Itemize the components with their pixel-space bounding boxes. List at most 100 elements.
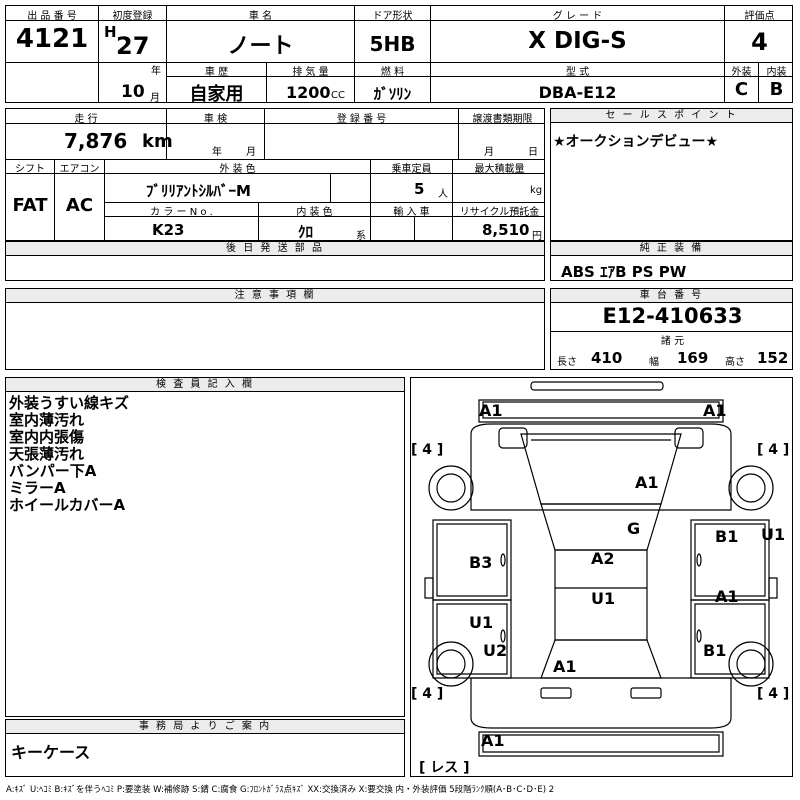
damage-mark: A1 <box>481 731 505 750</box>
car-diagram-box: A1 A1 A1 G A2 U1 B3 U1 U2 A1 B1 A1 B1 U1… <box>410 377 793 777</box>
damage-mark: B1 <box>703 641 726 660</box>
vin-box: 車 台 番 号 E12-410633 諸 元 長さ 410 幅 169 高さ 1… <box>550 288 793 370</box>
door-type: 5HB <box>369 32 416 56</box>
damage-mark: U1 <box>591 589 615 608</box>
damage-mark: B1 <box>715 527 738 546</box>
history: 自家用 <box>189 84 244 105</box>
seats-unit: 人 <box>438 189 448 200</box>
door-label: ドア形状 <box>372 11 413 22</box>
damage-mark: A1 <box>479 401 503 420</box>
fuel: ｶﾞｿﾘﾝ <box>373 85 412 103</box>
shift: FAT <box>12 195 48 216</box>
car-name: ノート <box>227 34 294 59</box>
seats-label: 乗車定員 <box>391 164 432 175</box>
color-no: K23 <box>152 221 185 239</box>
score-label: 評価点 <box>744 11 775 22</box>
color-label: 外 装 色 <box>219 164 256 175</box>
equipment: ABS ｴｱB PS PW <box>561 263 687 281</box>
recycle-unit: 円 <box>532 231 542 242</box>
load-unit: kg <box>530 185 543 196</box>
inspector-line: バンパー下A <box>9 462 97 480</box>
grade: X DIG-S <box>528 28 627 54</box>
mileage-unit: km <box>142 131 173 152</box>
mileage-label: 走 行 <box>74 114 98 125</box>
inspection-label: 車 検 <box>203 114 228 125</box>
import-label: 輸 入 車 <box>393 207 430 218</box>
inspector-line: 外装うすい線キズ <box>9 394 130 412</box>
inspector-line: ホイールカバーA <box>9 496 126 514</box>
interior-color-label: 内 装 色 <box>296 207 333 218</box>
model: DBA-E12 <box>538 83 617 102</box>
vehicle-info-block: 走 行 7,876 km 車 検 年 月 登 録 番 号 譲渡書類期限 月 日 … <box>5 108 545 242</box>
recycle-label: リサイクル預託金 <box>459 207 540 218</box>
later-parts-label: 後 日 発 送 部 品 <box>6 242 544 256</box>
notes-box: 注 意 事 項 欄 <box>5 288 545 370</box>
inspector-line: 室内内張傷 <box>9 428 85 446</box>
car-diagram: A1 A1 A1 G A2 U1 B3 U1 U2 A1 B1 A1 B1 U1… <box>411 381 789 776</box>
inspection-month-unit: 月 <box>246 147 256 158</box>
damage-mark: U1 <box>761 525 785 544</box>
inspector-line: 室内薄汚れ <box>9 411 85 429</box>
damage-mark: U2 <box>483 641 507 660</box>
registration-label: 登 録 番 号 <box>336 114 387 125</box>
lot-number: 4121 <box>15 24 89 54</box>
sales-point: ★オークションデビュー★ <box>553 134 719 150</box>
exterior-color: ﾌﾞﾘﾘｱﾝﾄｼﾙﾊﾞｰM <box>146 182 251 200</box>
load-label: 最大積載量 <box>474 164 525 175</box>
width-label: 幅 <box>649 357 659 368</box>
damage-mark: A1 <box>635 473 659 492</box>
score: 4 <box>751 28 768 56</box>
ext-label: 外装 <box>731 67 752 78</box>
inspector-label: 検 査 員 記 入 欄 <box>6 378 404 392</box>
grade-label: グ レ ー ド <box>552 11 603 22</box>
inspector-box: 検 査 員 記 入 欄 外装うすい線キズ 室内薄汚れ 室内内張傷 天張薄汚れ バ… <box>5 377 405 717</box>
lot-label: 出 品 番 号 <box>27 11 77 22</box>
ext-grade: C <box>734 79 749 100</box>
color-no-label: カ ラ ー N o . <box>150 207 213 218</box>
sales-point-box: セ ー ル ス ポ イ ン ト ★オークションデビュー★ <box>550 108 793 241</box>
month-unit: 月 <box>150 93 160 104</box>
first-reg-label: 初度登録 <box>112 11 153 22</box>
inspector-line: 天張薄汚れ <box>9 445 85 463</box>
car-name-label: 車 名 <box>248 11 273 22</box>
height-label: 高さ <box>725 357 745 368</box>
tire-tread: [ 4 ] <box>411 442 443 458</box>
sales-point-label: セ ー ル ス ポ イ ン ト <box>551 109 792 123</box>
transfer-day-unit: 日 <box>528 147 538 158</box>
transfer-label: 譲渡書類期限 <box>472 114 533 125</box>
office-note: キーケース <box>11 743 91 762</box>
year-unit: 年 <box>151 66 161 77</box>
interior-color-unit: 系 <box>356 231 366 242</box>
aircon: AC <box>65 195 94 216</box>
damage-mark: A1 <box>553 657 577 676</box>
reg-year: 27 <box>116 32 150 60</box>
vin-label: 車 台 番 号 <box>551 289 792 303</box>
spec-label: 諸 元 <box>660 336 685 347</box>
notes-label: 注 意 事 項 欄 <box>6 289 544 303</box>
shift-label: シフト <box>15 164 45 175</box>
interior-color: ｸﾛ <box>298 223 314 241</box>
displacement-unit: CC <box>331 90 345 101</box>
displacement-label: 排 気 量 <box>292 67 329 78</box>
height: 152 <box>757 349 789 367</box>
aircon-label: エアコン <box>59 164 100 175</box>
transfer-month-unit: 月 <box>484 147 494 158</box>
damage-mark: G <box>627 519 640 538</box>
equipment-box: 純 正 装 備 ABS ｴｱB PS PW <box>550 241 793 281</box>
tire-tread: [ 4 ] <box>411 686 443 702</box>
damage-mark: B3 <box>469 553 492 572</box>
damage-mark: U1 <box>469 613 493 632</box>
era: H <box>104 23 117 41</box>
tire-tread: [ 4 ] <box>757 442 789 458</box>
equipment-label: 純 正 装 備 <box>551 242 792 256</box>
fuel-label: 燃 料 <box>380 67 405 78</box>
length-label: 長さ <box>557 357 577 368</box>
model-label: 型 式 <box>565 67 590 78</box>
length: 410 <box>591 349 623 367</box>
history-label: 車 歴 <box>204 67 229 78</box>
later-parts-box: 後 日 発 送 部 品 <box>5 241 545 281</box>
spare-tire: [ レス ] <box>419 760 470 776</box>
seats: 5 <box>414 180 425 198</box>
width: 169 <box>677 349 709 367</box>
damage-mark: A2 <box>591 549 615 568</box>
